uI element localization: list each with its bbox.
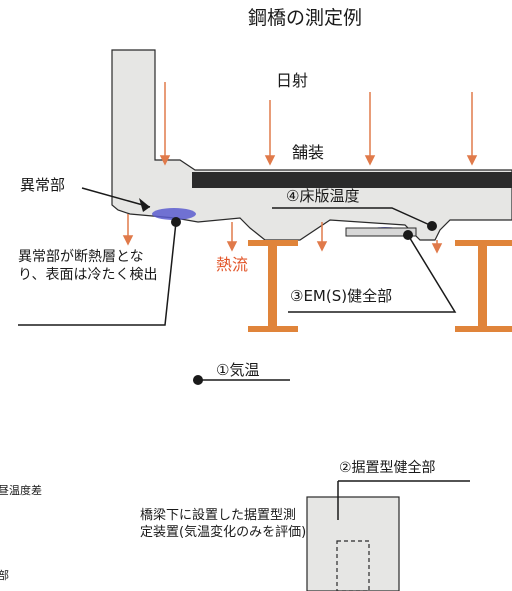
heat-flow-label: 熱流 xyxy=(216,255,249,274)
em-sensor xyxy=(345,227,417,237)
anomaly-label: 異常部 xyxy=(20,176,66,194)
cut-off-label-1: 昼温度差 xyxy=(0,484,42,497)
fixed-desc-bg xyxy=(138,506,306,576)
fixed-device-description: 橋梁下に設置した据置型測定装置(気温変化のみを評価) xyxy=(140,508,307,540)
anomaly-region xyxy=(152,208,196,220)
steel-girder-right xyxy=(455,240,512,332)
diagram-title: 鋼橋の測定例 xyxy=(248,7,363,29)
anomaly-arrowhead xyxy=(139,198,150,212)
leader-dots xyxy=(171,217,437,525)
solar-arrows xyxy=(159,82,478,166)
heat-flow-arrows xyxy=(122,214,443,254)
em-sound-label: ③EM(S)健全部 xyxy=(290,287,393,305)
solar-label: 日射 xyxy=(276,71,309,90)
steel-girder-left xyxy=(248,240,298,332)
leader-lines xyxy=(18,187,470,482)
fixed-sound-label: ②据置型健全部 xyxy=(339,460,436,476)
pavement-label: 舗装 xyxy=(292,143,325,162)
pavement-layer xyxy=(192,172,512,188)
anomaly-description: 異常部が断熱層となり、表面は冷たく検出 xyxy=(18,249,158,284)
fixed-device-inner xyxy=(336,540,370,591)
fixed-device-box xyxy=(306,496,400,591)
cut-off-label-2: 部 xyxy=(0,569,9,582)
air-temp-label: ①気温 xyxy=(216,361,260,379)
deck-temp-label: ④床版温度 xyxy=(286,187,360,205)
